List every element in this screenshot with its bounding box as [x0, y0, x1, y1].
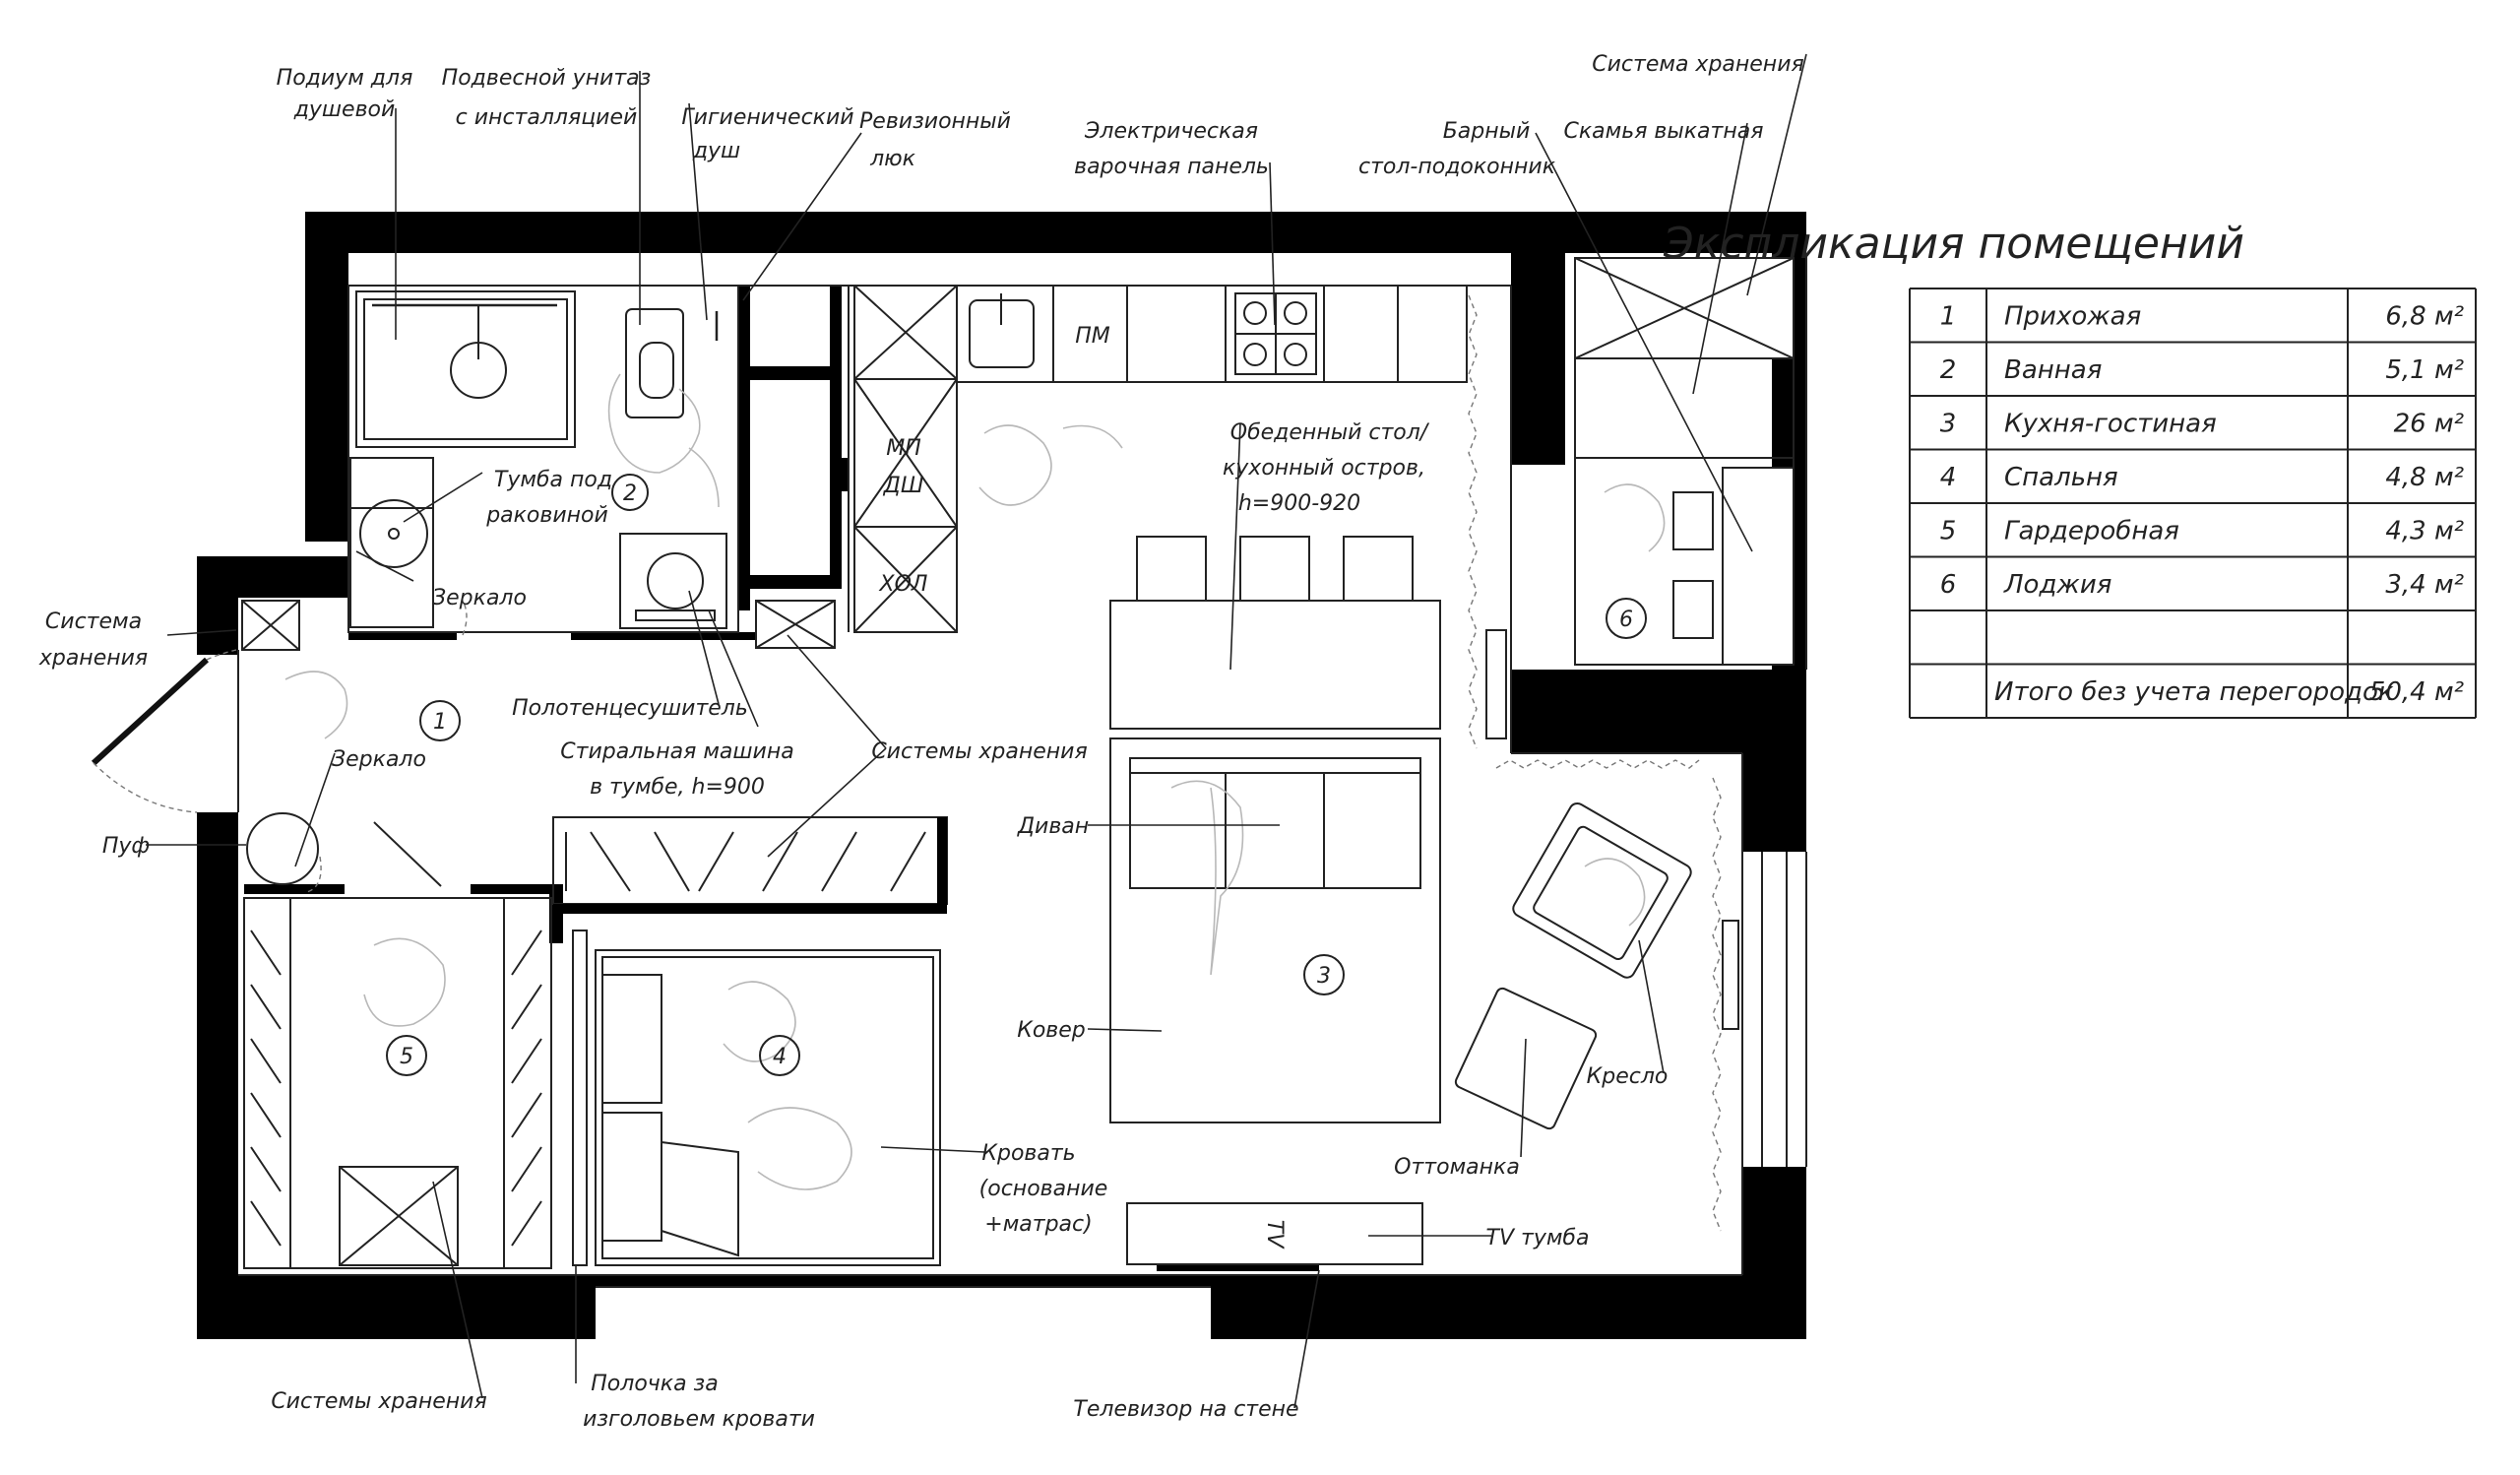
label-dining-2: кухонный остров,	[1223, 456, 1425, 481]
loggia: 6	[1574, 257, 1795, 666]
walls	[197, 212, 1806, 1339]
label-toilet-1: Подвесной унитаз	[442, 66, 652, 91]
label-vanity-2: раковиной	[485, 503, 608, 528]
label-revision-1: Ревизионный	[859, 109, 1011, 134]
table-cell-num: 5	[1940, 516, 1957, 545]
label-dining-3: h=900-920	[1238, 491, 1360, 516]
label-bed-1: Кровать	[981, 1141, 1075, 1166]
room-number-6: 6	[1619, 608, 1633, 632]
table-cell-num: 2	[1940, 355, 1957, 385]
table-cell-num: 1	[1940, 301, 1957, 331]
label-podium-2: душевой	[293, 97, 396, 122]
tv-mark: TV	[1262, 1220, 1287, 1250]
label-shelf-1: Полочка за	[591, 1372, 718, 1396]
leader-lines	[146, 53, 1807, 1409]
hall: 1	[91, 600, 836, 893]
room-number-3: 3	[1317, 964, 1331, 989]
table-cell-area: 3,4 м²	[2385, 570, 2464, 600]
table-cell-area: 5,1 м²	[2385, 355, 2464, 385]
label-tv-wall: Телевизор на стене	[1073, 1397, 1298, 1422]
table-cell-area: 26 м²	[2394, 409, 2464, 438]
label-pouf: Пуф	[102, 834, 150, 859]
room-number-5: 5	[400, 1045, 413, 1069]
label-washer-2: в тумбе, h=900	[590, 775, 765, 800]
label-armchair: Кресло	[1587, 1064, 1669, 1089]
table-cell-name: Прихожая	[2004, 301, 2141, 331]
table-cell-name: Лоджия	[2003, 570, 2111, 600]
label-towel: Полотенцесушитель	[512, 696, 748, 721]
label-hyg-shower-1: Гигиенический	[681, 105, 853, 130]
table-cell-num: 6	[1940, 570, 1957, 600]
table-cell-num: 3	[1940, 409, 1957, 438]
room-number-4: 4	[773, 1045, 787, 1069]
label-toilet-2: с инсталляцией	[456, 105, 638, 130]
table-cell-name: Итого без учета перегородок	[1994, 677, 2394, 707]
label-mirror-bath: Зеркало	[432, 586, 527, 610]
table-cell-area: 50,4 м²	[2369, 677, 2464, 707]
label-bed-2: (основание	[979, 1177, 1108, 1201]
label-dining-1: Обеденный стол/	[1230, 420, 1430, 445]
table-cell-area: 6,8 м²	[2385, 301, 2464, 331]
label-bed-3: +матрас)	[984, 1212, 1092, 1237]
label-mirror-hall: Зеркало	[332, 747, 426, 772]
table-cell-area: 4,8 м²	[2385, 463, 2464, 492]
explication-title: Экспликация помещений	[1663, 219, 2244, 269]
kitchen-living: МП ДШ ХОЛ ПМ	[853, 285, 1739, 1271]
label-podium-1: Подиум для	[277, 66, 413, 91]
table-cell-name: Спальня	[2004, 463, 2118, 492]
label-bench: Скамья выкатная	[1564, 119, 1764, 144]
table-cell-name: Ванная	[2004, 355, 2102, 385]
table-cell-name: Кухня-гостиная	[2004, 409, 2217, 438]
label-shelf-2: изголовьем кровати	[583, 1407, 815, 1432]
label-washer-1: Стиральная машина	[560, 739, 793, 764]
label-storage-top: Система хранения	[1592, 52, 1803, 77]
table-cell-num: 4	[1940, 463, 1957, 492]
table-cell-name: Гардеробная	[2004, 516, 2179, 545]
kitchen-mp: МП	[886, 436, 921, 461]
label-storage-mid: Системы хранения	[871, 739, 1087, 764]
label-hob-2: варочная панель	[1074, 155, 1269, 179]
label-revision-2: люк	[869, 147, 916, 171]
label-bar-2: стол-подоконник	[1358, 155, 1556, 179]
label-carpet: Ковер	[1017, 1018, 1086, 1043]
kitchen-hol: ХОЛ	[879, 572, 928, 597]
label-storage-left-1: Система	[45, 609, 142, 634]
table-cell-area: 4,3 м²	[2385, 516, 2464, 545]
table-rows: 1 Прихожая 6,8 м² 2 Ванная 5,1 м² 3 Кухня-гости…	[1940, 301, 2464, 707]
label-hob-1: Электрическая	[1084, 119, 1258, 144]
annotations: Подиум для душевой Подвесной унитаз с ин…	[38, 52, 1804, 1432]
table-grid	[1909, 288, 2477, 719]
room-number-1: 1	[433, 710, 447, 735]
label-hyg-shower-2: душ	[692, 139, 740, 163]
label-tv-stand: TV тумба	[1486, 1226, 1590, 1251]
label-sofa: Диван	[1017, 814, 1089, 839]
label-bar-1: Барный	[1443, 119, 1531, 144]
bathroom: 2	[349, 290, 727, 629]
label-storage-bottom: Системы хранения	[271, 1389, 486, 1414]
kitchen-dsh: ДШ	[883, 474, 924, 498]
kitchen-pm: ПМ	[1075, 324, 1110, 349]
explication-table: Экспликация помещений 1 Прихожая 6,8 м² 2 Ва…	[1663, 219, 2477, 719]
label-storage-left-2: хранения	[38, 646, 148, 671]
room-number-2: 2	[623, 481, 637, 506]
wardrobe: 5	[243, 897, 552, 1269]
bedroom: 4	[552, 816, 948, 1266]
label-ottoman: Оттоманка	[1394, 1155, 1520, 1180]
label-vanity-1: Тумба под	[494, 468, 612, 492]
